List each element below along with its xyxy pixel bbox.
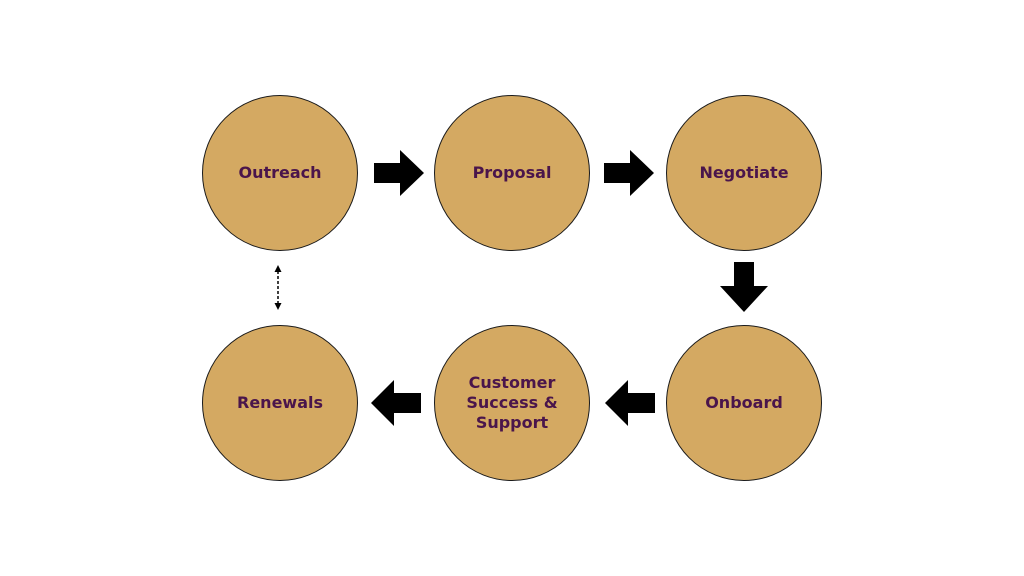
node-customer-success-label: Customer Success & Support: [466, 373, 558, 432]
node-onboard: Onboard: [666, 325, 822, 481]
node-proposal-label: Proposal: [472, 163, 552, 182]
arrow-proposal-to-negotiate: [604, 150, 654, 196]
node-negotiate: Negotiate: [666, 95, 822, 251]
node-outreach: Outreach: [202, 95, 358, 251]
node-renewals-label: Renewals: [237, 393, 323, 412]
node-outreach-label: Outreach: [238, 163, 322, 182]
arrow-negotiate-to-onboard: [720, 262, 768, 312]
node-renewals: Renewals: [202, 325, 358, 481]
arrow-customer-success-to-renewals: [371, 380, 421, 426]
node-negotiate-label: Negotiate: [699, 163, 789, 182]
arrow-outreach-to-proposal: [374, 150, 424, 196]
arrow-renewals-outreach-dashed: [274, 265, 282, 310]
node-onboard-label: Onboard: [705, 393, 783, 412]
node-customer-success: Customer Success & Support: [434, 325, 590, 481]
node-proposal: Proposal: [434, 95, 590, 251]
arrow-onboard-to-customer-success: [605, 380, 655, 426]
